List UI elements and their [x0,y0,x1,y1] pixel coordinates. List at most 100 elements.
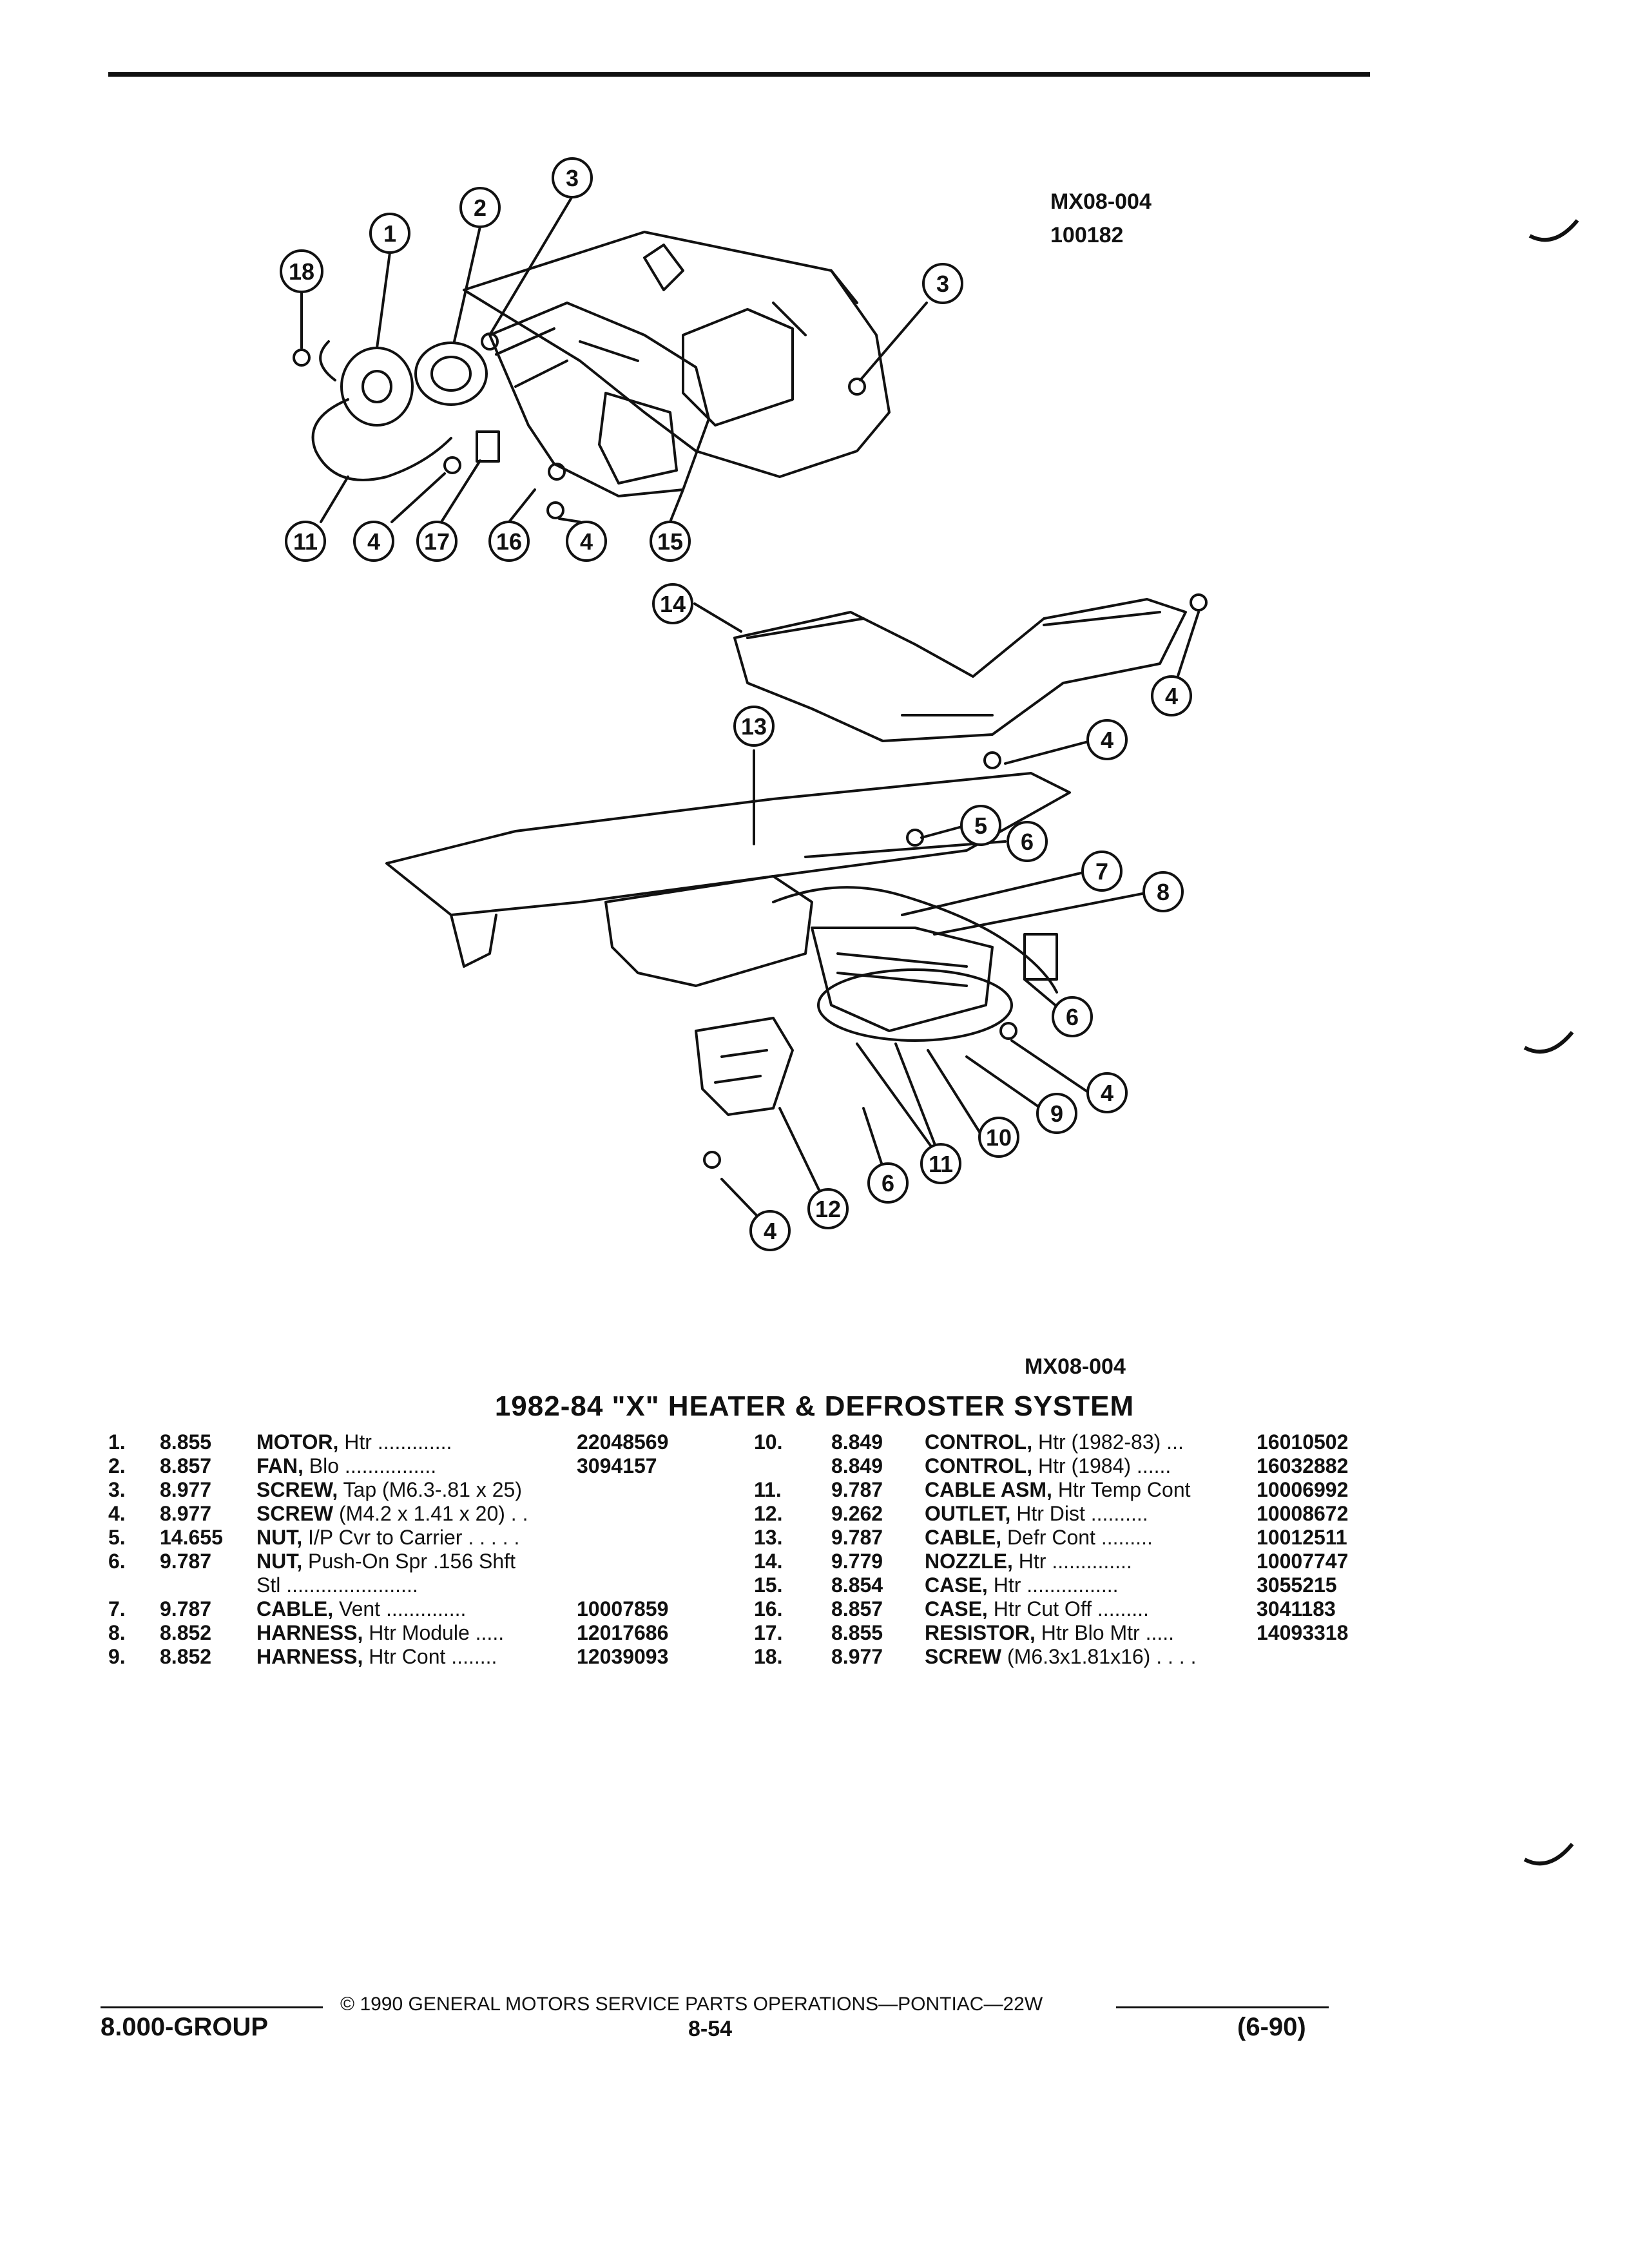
callout-4-c: 4 [1151,675,1192,716]
firewall-panel [463,231,891,478]
part-number-index: 16. [754,1597,783,1620]
part-name: CABLE, Defr Cont ......... [925,1526,1153,1549]
callout-6-a: 6 [1007,821,1048,862]
part-group-code: 8.857 [831,1597,883,1620]
footer-rule-right [1116,2006,1329,2008]
part-number-index: 13. [754,1526,783,1549]
part-group-code: 8.849 [831,1454,883,1477]
callout-3: 3 [552,157,593,198]
part-number-index: 5. [108,1526,126,1549]
callout-10: 10 [978,1117,1019,1158]
svg-text:4: 4 [367,528,380,555]
harness-module [1023,933,1058,981]
parts-list-left: 1. 8.855 MOTOR, Htr ............. 22048569 2… [108,1430,753,1669]
leader-dots: . . . . . [462,1526,520,1549]
part-number-index: 12. [754,1502,783,1525]
part-group-code: 8.977 [831,1645,883,1668]
leader-3b [859,302,928,381]
leader-1 [376,251,391,349]
svg-text:2: 2 [474,195,487,221]
part-name: CASE, Htr Cut Off ......... [925,1597,1149,1620]
part-group-code: 8.849 [831,1430,883,1454]
leader-6b [1023,978,1058,1008]
leader-4d [1004,738,1097,765]
part-group-code: 8.857 [160,1454,212,1477]
figure-code-bottom: MX08-004 [1025,1354,1126,1379]
callout-4-e: 4 [1086,1072,1128,1113]
callout-8: 8 [1142,871,1184,912]
part-group-code: 9.779 [831,1550,883,1573]
callout-9: 9 [1036,1093,1077,1134]
part-number: 3041183 [1257,1597,1336,1620]
part-number-index: 17. [754,1621,783,1644]
svg-text:5: 5 [974,812,987,839]
leader-dots: ................ [339,1454,437,1477]
svg-text:4: 4 [764,1218,776,1244]
leader-15 [669,488,684,523]
svg-text:6: 6 [882,1170,894,1196]
part-name: MOTOR, Htr ............. [256,1430,452,1454]
part-name: Stl ....................... [256,1573,418,1597]
leader-11b [856,1043,942,1161]
callout-4-f: 4 [749,1210,791,1251]
part-number-index: 2. [108,1454,126,1477]
part-name: SCREW (M4.2 x 1.41 x 20) . . [256,1502,528,1525]
svg-text:11: 11 [929,1151,953,1177]
leader-dots: ........ [445,1645,497,1668]
part-number-index: 3. [108,1478,126,1501]
svg-text:4: 4 [1101,727,1113,753]
part-description: Htr (1984) [1032,1454,1132,1477]
part-description: Htr Cut Off [987,1597,1092,1620]
leader-11 [320,476,349,523]
part-group-code: 9.787 [831,1526,883,1549]
svg-text:6: 6 [1021,829,1034,855]
leader-dots: ..... [1139,1621,1175,1644]
part-number: 3094157 [577,1454,657,1477]
part-name: CONTROL, Htr (1984) ...... [925,1454,1171,1477]
outlet-duct [695,1017,794,1116]
part-number: 10007747 [1257,1550,1349,1573]
part-row: Stl ....................... [108,1573,753,1597]
part-group-code: 8.855 [160,1430,212,1454]
panel-edge [772,269,858,336]
leader-dots: .......... [1084,1502,1148,1525]
part-description: Htr Cont [363,1645,446,1668]
svg-text:8: 8 [1157,879,1170,905]
callout-7: 7 [1081,850,1123,892]
part-number-index: 18. [754,1645,783,1668]
part-number-index: 1. [108,1430,126,1454]
heater-case-inner [598,392,678,485]
part-number: 12017686 [577,1621,669,1644]
part-group-code: 9.787 [160,1550,212,1573]
part-name: CABLE, Vent .............. [256,1597,467,1620]
leader-16 [508,488,536,523]
part-group-code: 8.852 [160,1645,212,1668]
callout-6-b: 6 [1052,996,1093,1037]
part-description: Htr (1982-83) [1032,1430,1161,1454]
leader-10 [927,1049,982,1135]
part-name: CASE, Htr ................ [925,1573,1119,1597]
svg-text:6: 6 [1066,1004,1079,1030]
callout-2: 2 [459,187,501,228]
leader-8 [933,890,1153,936]
leader-4e [1010,1039,1090,1094]
callout-14: 14 [652,583,693,624]
part-name: HARNESS, Htr Module ..... [256,1621,505,1644]
part-description: Tap (M6.3-.81 x 25) [338,1478,522,1501]
leader-7 [901,870,1090,916]
svg-text:3: 3 [936,271,949,297]
leader-dots: .............. [1046,1550,1132,1573]
callout-17: 17 [416,521,458,562]
svg-text:7: 7 [1095,858,1108,885]
svg-text:3: 3 [566,165,579,191]
footer-copyright: © 1990 GENERAL MOTORS SERVICE PARTS OPER… [340,1994,1043,2015]
part-number: 22048569 [577,1430,669,1454]
panel-lower [450,914,497,968]
